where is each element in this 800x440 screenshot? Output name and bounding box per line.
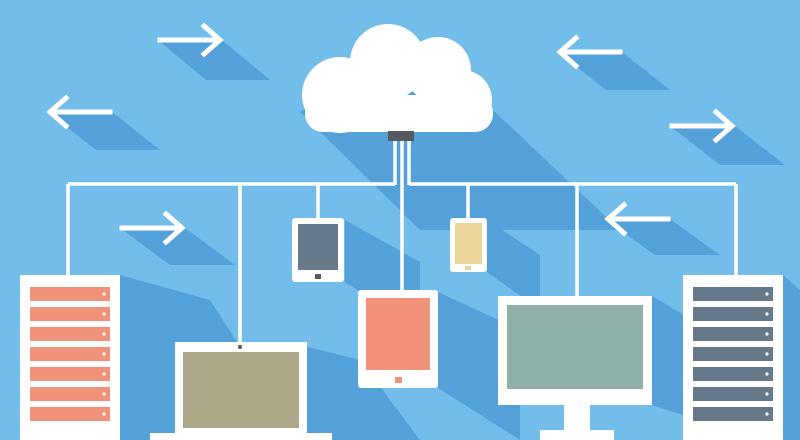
phone-right — [450, 218, 487, 272]
arrow-right-lower-left — [119, 210, 186, 246]
phone-left — [292, 218, 344, 282]
cloud-connector — [388, 131, 414, 141]
tablet-center — [358, 290, 438, 388]
laptop-base — [150, 433, 332, 440]
arrow-right-top-left — [157, 22, 224, 58]
monitor-stand — [564, 405, 590, 433]
cloud-icon — [302, 24, 493, 133]
server-left — [20, 275, 120, 440]
arrow-right-mid-right — [669, 108, 736, 144]
arrow-left-mid-left — [46, 94, 113, 130]
arrow-left-lower-right — [604, 201, 671, 237]
monitor-base — [540, 430, 614, 440]
network-lines — [66, 140, 738, 345]
laptop — [150, 342, 332, 440]
server-right — [683, 275, 783, 440]
laptop-screen — [183, 352, 299, 428]
arrow-left-top-right — [556, 34, 623, 70]
desktop-monitor — [498, 296, 652, 440]
